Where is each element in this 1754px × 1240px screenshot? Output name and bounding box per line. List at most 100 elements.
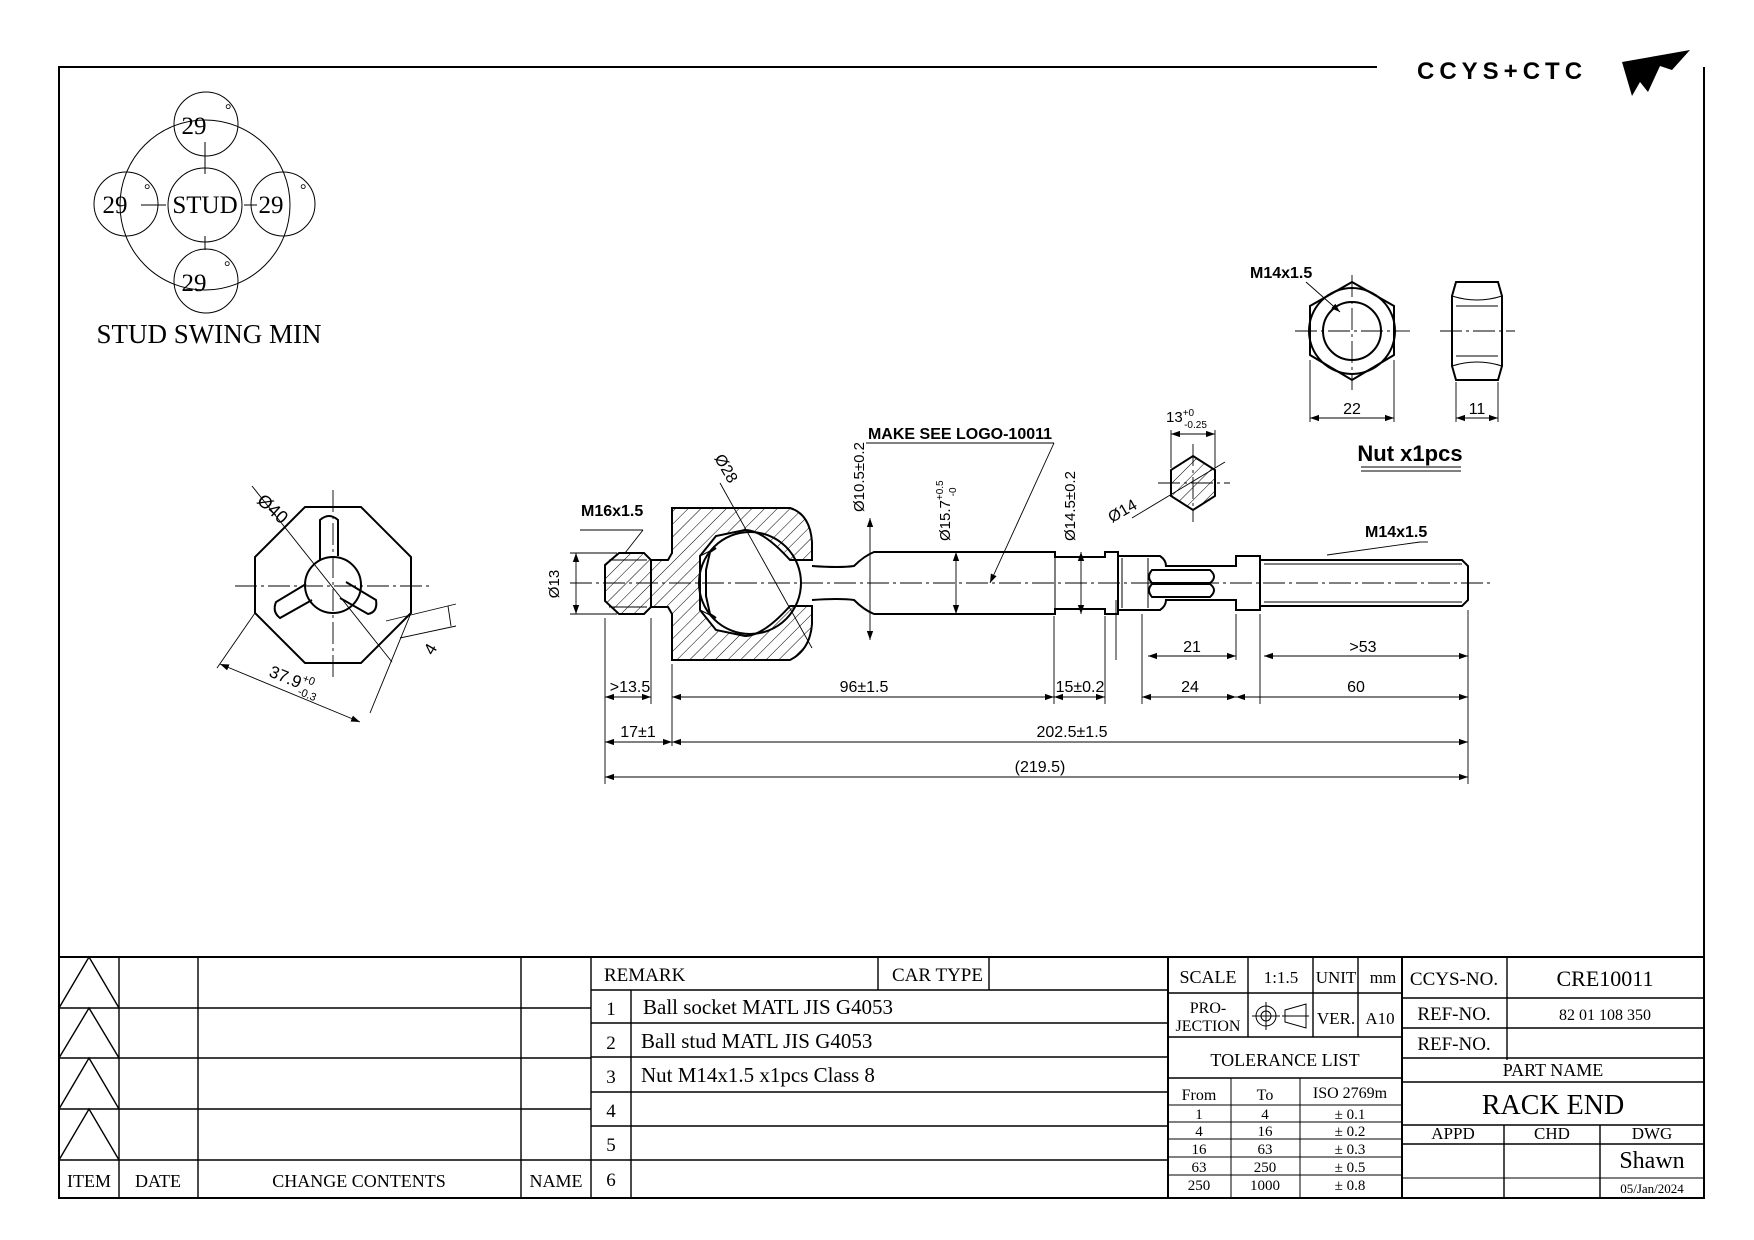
dim-17: 17±1 bbox=[620, 724, 656, 741]
right-thread-label: M14x1.5 bbox=[1365, 524, 1427, 541]
tol-cell: ± 0.8 bbox=[1335, 1178, 1366, 1194]
title-block-grid bbox=[58, 955, 1704, 1198]
chd-label: CHD bbox=[1534, 1124, 1570, 1143]
part-name-value: RACK END bbox=[1482, 1090, 1624, 1121]
tol-header-iso: ISO 2769m bbox=[1313, 1085, 1388, 1102]
nut-height-label: 11 bbox=[1469, 401, 1486, 418]
shaft-dia-label: Ø15.7+0.5-0 bbox=[935, 480, 959, 541]
stud-swing-caption: STUD SWING MIN bbox=[97, 319, 322, 349]
tol-cell: 63 bbox=[1258, 1142, 1273, 1158]
dim-24: 24 bbox=[1181, 679, 1199, 696]
stud-swing-diagram: STUD 29 ° 29 ° 29 ° 29 ° STUD SWING MIN bbox=[93, 91, 322, 349]
length-dimensions: 21 >53 >13.5 96±1.5 15±0.2 24 60 17±1 20… bbox=[604, 600, 1469, 784]
drawn-by: Shawn bbox=[1619, 1148, 1684, 1174]
revision-table: ITEM DATE CHANGE CONTENTS NAME bbox=[67, 1171, 583, 1191]
ver-value: A10 bbox=[1365, 1009, 1394, 1028]
nut-thread-label: M14x1.5 bbox=[1250, 265, 1312, 282]
remark-no: 3 bbox=[606, 1067, 616, 1088]
header-name: NAME bbox=[530, 1171, 583, 1191]
diameter-dimensions: Ø13 M16x1.5 Ø28 Ø10.5±0.2 Ø15.7+0.5-0 Ø1… bbox=[546, 426, 1428, 649]
degree-symbol: ° bbox=[144, 182, 150, 199]
appd-label: APPD bbox=[1431, 1124, 1474, 1143]
drawing-date: 05/Jan/2024 bbox=[1620, 1181, 1684, 1196]
dim-202-5: 202.5±1.5 bbox=[1036, 724, 1107, 741]
tol-cell: ± 0.3 bbox=[1335, 1142, 1366, 1158]
third-angle-projection-icon bbox=[1252, 1002, 1309, 1030]
left-dia-label: Ø13 bbox=[546, 570, 563, 598]
rod-dia-label: Ø14 bbox=[1106, 497, 1141, 527]
logo-swoosh-icon bbox=[1622, 50, 1690, 96]
degree-symbol: ° bbox=[224, 259, 230, 276]
tol-cell: 16 bbox=[1258, 1124, 1274, 1140]
tolerance-list: TOLERANCE LIST From To ISO 2769m 1 4 ± 0… bbox=[1182, 1050, 1388, 1194]
tolerance-title: TOLERANCE LIST bbox=[1210, 1050, 1359, 1070]
remark-text: Nut M14x1.5 x1pcs Class 8 bbox=[641, 1063, 875, 1087]
header-change-contents: CHANGE CONTENTS bbox=[272, 1171, 446, 1191]
nut-caption: Nut x1pcs bbox=[1357, 441, 1462, 466]
unit-label: UNIT bbox=[1316, 968, 1357, 987]
tol-cell: 250 bbox=[1188, 1178, 1211, 1194]
neck-dia-label: Ø10.5±0.2 bbox=[851, 442, 868, 512]
ccys-no-label: CCYS-NO. bbox=[1410, 969, 1498, 990]
projection-label: JECTION bbox=[1176, 1018, 1241, 1035]
ball-dia-label: Ø28 bbox=[711, 452, 741, 487]
svg-text:CCYS+CTC: CCYS+CTC bbox=[1417, 58, 1587, 85]
degree-symbol: ° bbox=[300, 182, 306, 199]
swing-angle-right: 29 bbox=[259, 192, 284, 219]
nut-side-view: 11 bbox=[1440, 281, 1515, 422]
header-date: DATE bbox=[135, 1171, 181, 1191]
part-name-label: PART NAME bbox=[1503, 1060, 1603, 1080]
dwg-label: DWG bbox=[1632, 1124, 1673, 1143]
nut-width-label: 22 bbox=[1343, 401, 1361, 418]
tol-cell: 63 bbox=[1192, 1160, 1207, 1176]
across-flats-label: 37.9+0-0.3 bbox=[265, 660, 324, 704]
swing-angle-top: 29 bbox=[182, 113, 207, 140]
unit-value: mm bbox=[1370, 968, 1396, 987]
drawing-frame bbox=[58, 66, 1705, 1199]
degree-symbol: ° bbox=[225, 102, 231, 119]
tol-cell: 1 bbox=[1195, 1107, 1203, 1123]
tol-cell: 4 bbox=[1195, 1124, 1203, 1140]
dim-219-5: (219.5) bbox=[1015, 759, 1066, 776]
remark-text: Ball socket MATL JIS G4053 bbox=[643, 995, 893, 1019]
dim-13-5: >13.5 bbox=[610, 679, 651, 696]
car-type-label: CAR TYPE bbox=[892, 965, 983, 986]
tol-cell: 16 bbox=[1192, 1142, 1208, 1158]
dim-21: 21 bbox=[1183, 639, 1201, 656]
stud-label: STUD bbox=[172, 192, 237, 219]
ccys-no-value: CRE10011 bbox=[1557, 966, 1654, 991]
remark-header: REMARK bbox=[604, 965, 686, 986]
tol-cell: ± 0.2 bbox=[1335, 1124, 1366, 1140]
main-view: Ø13 M16x1.5 Ø28 Ø10.5±0.2 Ø15.7+0.5-0 Ø1… bbox=[546, 426, 1490, 784]
spec-block: SCALE 1:1.5 UNIT mm PRO- JECTION VER. A1… bbox=[1176, 967, 1397, 1035]
scale-value: 1:1.5 bbox=[1264, 968, 1298, 987]
tol-cell: 4 bbox=[1261, 1107, 1269, 1123]
remark-no: 4 bbox=[606, 1101, 616, 1122]
projection-label: PRO- bbox=[1190, 1000, 1226, 1017]
nut-front-view: M14x1.5 22 bbox=[1250, 265, 1410, 422]
header-item: ITEM bbox=[67, 1171, 111, 1191]
dim-53: >53 bbox=[1349, 639, 1376, 656]
ball-socket-housing bbox=[650, 507, 813, 661]
tol-cell: 1000 bbox=[1250, 1178, 1280, 1194]
ref-no-label: REF-NO. bbox=[1417, 1004, 1490, 1025]
tol-cell: ± 0.5 bbox=[1335, 1160, 1366, 1176]
swing-angle-bottom: 29 bbox=[182, 270, 207, 297]
scale-label: SCALE bbox=[1179, 967, 1236, 987]
remark-text: Ball stud MATL JIS G4053 bbox=[641, 1029, 872, 1053]
dim-96: 96±1.5 bbox=[840, 679, 889, 696]
section-dia-label: Ø40 bbox=[253, 490, 292, 528]
remark-no: 1 bbox=[606, 999, 616, 1020]
left-thread bbox=[604, 552, 652, 615]
remark-no: 6 bbox=[606, 1170, 616, 1191]
title-block: CCYS-NO. CRE10011 REF-NO. 82 01 108 350 … bbox=[1410, 966, 1685, 1196]
rod-flats-label: 13+0-0.25 bbox=[1166, 408, 1207, 431]
remark-no: 5 bbox=[606, 1135, 616, 1156]
tol-cell: 250 bbox=[1254, 1160, 1277, 1176]
tol-header-to: To bbox=[1257, 1087, 1274, 1104]
swing-angle-left: 29 bbox=[103, 192, 128, 219]
dim-15: 15±0.2 bbox=[1056, 679, 1105, 696]
ref-no2-label: REF-NO. bbox=[1417, 1034, 1490, 1055]
section-view: Ø40 37.9+0-0.3 4 bbox=[216, 485, 457, 723]
